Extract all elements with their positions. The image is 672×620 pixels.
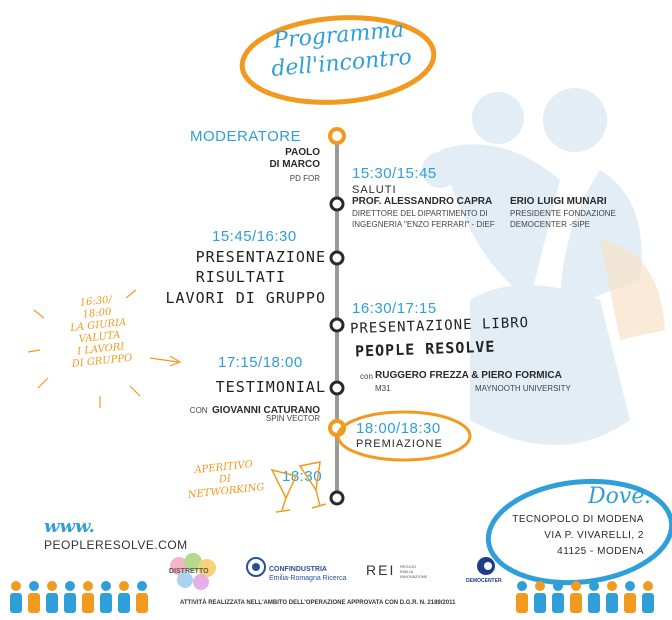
rei-logo-sub: REGGIO EMILIA INNOVAZIONE [400,564,427,579]
session2-line3: LAVORI DI GRUPPO [165,289,326,307]
session1-speaker1-role-line1: DIRETTORE DEL DIPARTIMENTO DI [352,209,488,218]
democenter-emblem-icon [477,557,495,575]
venue-line3: 41125 - MODENA [557,546,644,557]
session4-speaker: CON GIOVANNI CATURANO [180,400,320,418]
moderator-label: MODERATORE [190,128,302,145]
session3-con: con [360,372,373,381]
website-www: www. [44,516,95,537]
session2-line1: PRESENTAZIONE [195,248,326,266]
session3-time: 16:30/17:15 [352,300,437,317]
venue-line2: VIA P. VIVARELLI, 2 [544,530,644,541]
session1-speaker2-role-line2: DEMOCENTER -SIPE [510,220,591,229]
session3-org2: MAYNOOTH UNIVERSITY [475,384,571,393]
website-url: PEOPLERESOLVE.COM [44,538,188,552]
rei-sub2: EMILIA [400,569,414,574]
rei-logo-text: REI [366,562,396,578]
session1-speaker1-role-line2: INGEGNERIA "ENZO FERRARI" - DIEF [352,220,495,229]
session5-title: PREMIAZIONE [356,438,443,450]
session1-title: SALUTI [352,184,397,196]
moderator-name-line2: DI MARCO [269,159,320,170]
moderator-name-line1: PAOLO [285,147,320,158]
session4-speaker-name: GIOVANNI CATURANO [212,405,320,416]
session4-org: SPIN VECTOR [265,414,320,423]
confindustria-line1: CONFINDUSTRIA [269,566,327,573]
session4-time: 17:15/18:00 [218,354,303,371]
confindustria-emblem-icon [246,557,266,577]
session5-time: 18:00/18:30 [356,420,441,437]
distretto-logo-text: DISTRETTO [169,568,209,575]
session1-speaker2-role-line1: PRESIDENTE FONDAZIONE [510,209,616,218]
session6-time: 18:30 [282,468,323,485]
moderator-org: PD FOR [289,174,320,183]
session3-speakers: RUGGERO FREZZA & PIERO FORMICA [375,370,562,381]
distretto-logo: DISTRETTO [165,548,221,598]
session2-time: 15:45/16:30 [212,228,297,245]
venue-line1: TECNOPOLO DI MODENA [512,514,644,525]
rei-sub3: INNOVAZIONE [400,574,428,579]
session4-title: TESTIMONIAL [215,378,326,396]
rei-sub1: REGGIO [400,564,417,569]
democenter-logo-text: DEMOCENTER [466,578,502,584]
rei-logo: REI REGGIO EMILIA INNOVAZIONE [366,562,446,580]
footer-text: ATTIVITÀ REALIZZATA NELL'AMBITO DELL'OPE… [180,600,456,606]
session1-speaker1-name: PROF. ALESSANDRO CAPRA [352,196,493,207]
confindustria-line2: Emilia-Romagna Ricerca [269,575,347,582]
session3-org1: M31 [375,384,391,393]
distretto-logo-graphic [170,553,216,590]
session1-speaker2-name: ERIO LUIGI MUNARI [510,196,607,207]
venue-label: Dove: [588,484,652,509]
session2-line2: RISULTATI [195,268,286,286]
session1-time: 15:30/15:45 [352,165,437,182]
session4-con: CON [189,406,208,415]
